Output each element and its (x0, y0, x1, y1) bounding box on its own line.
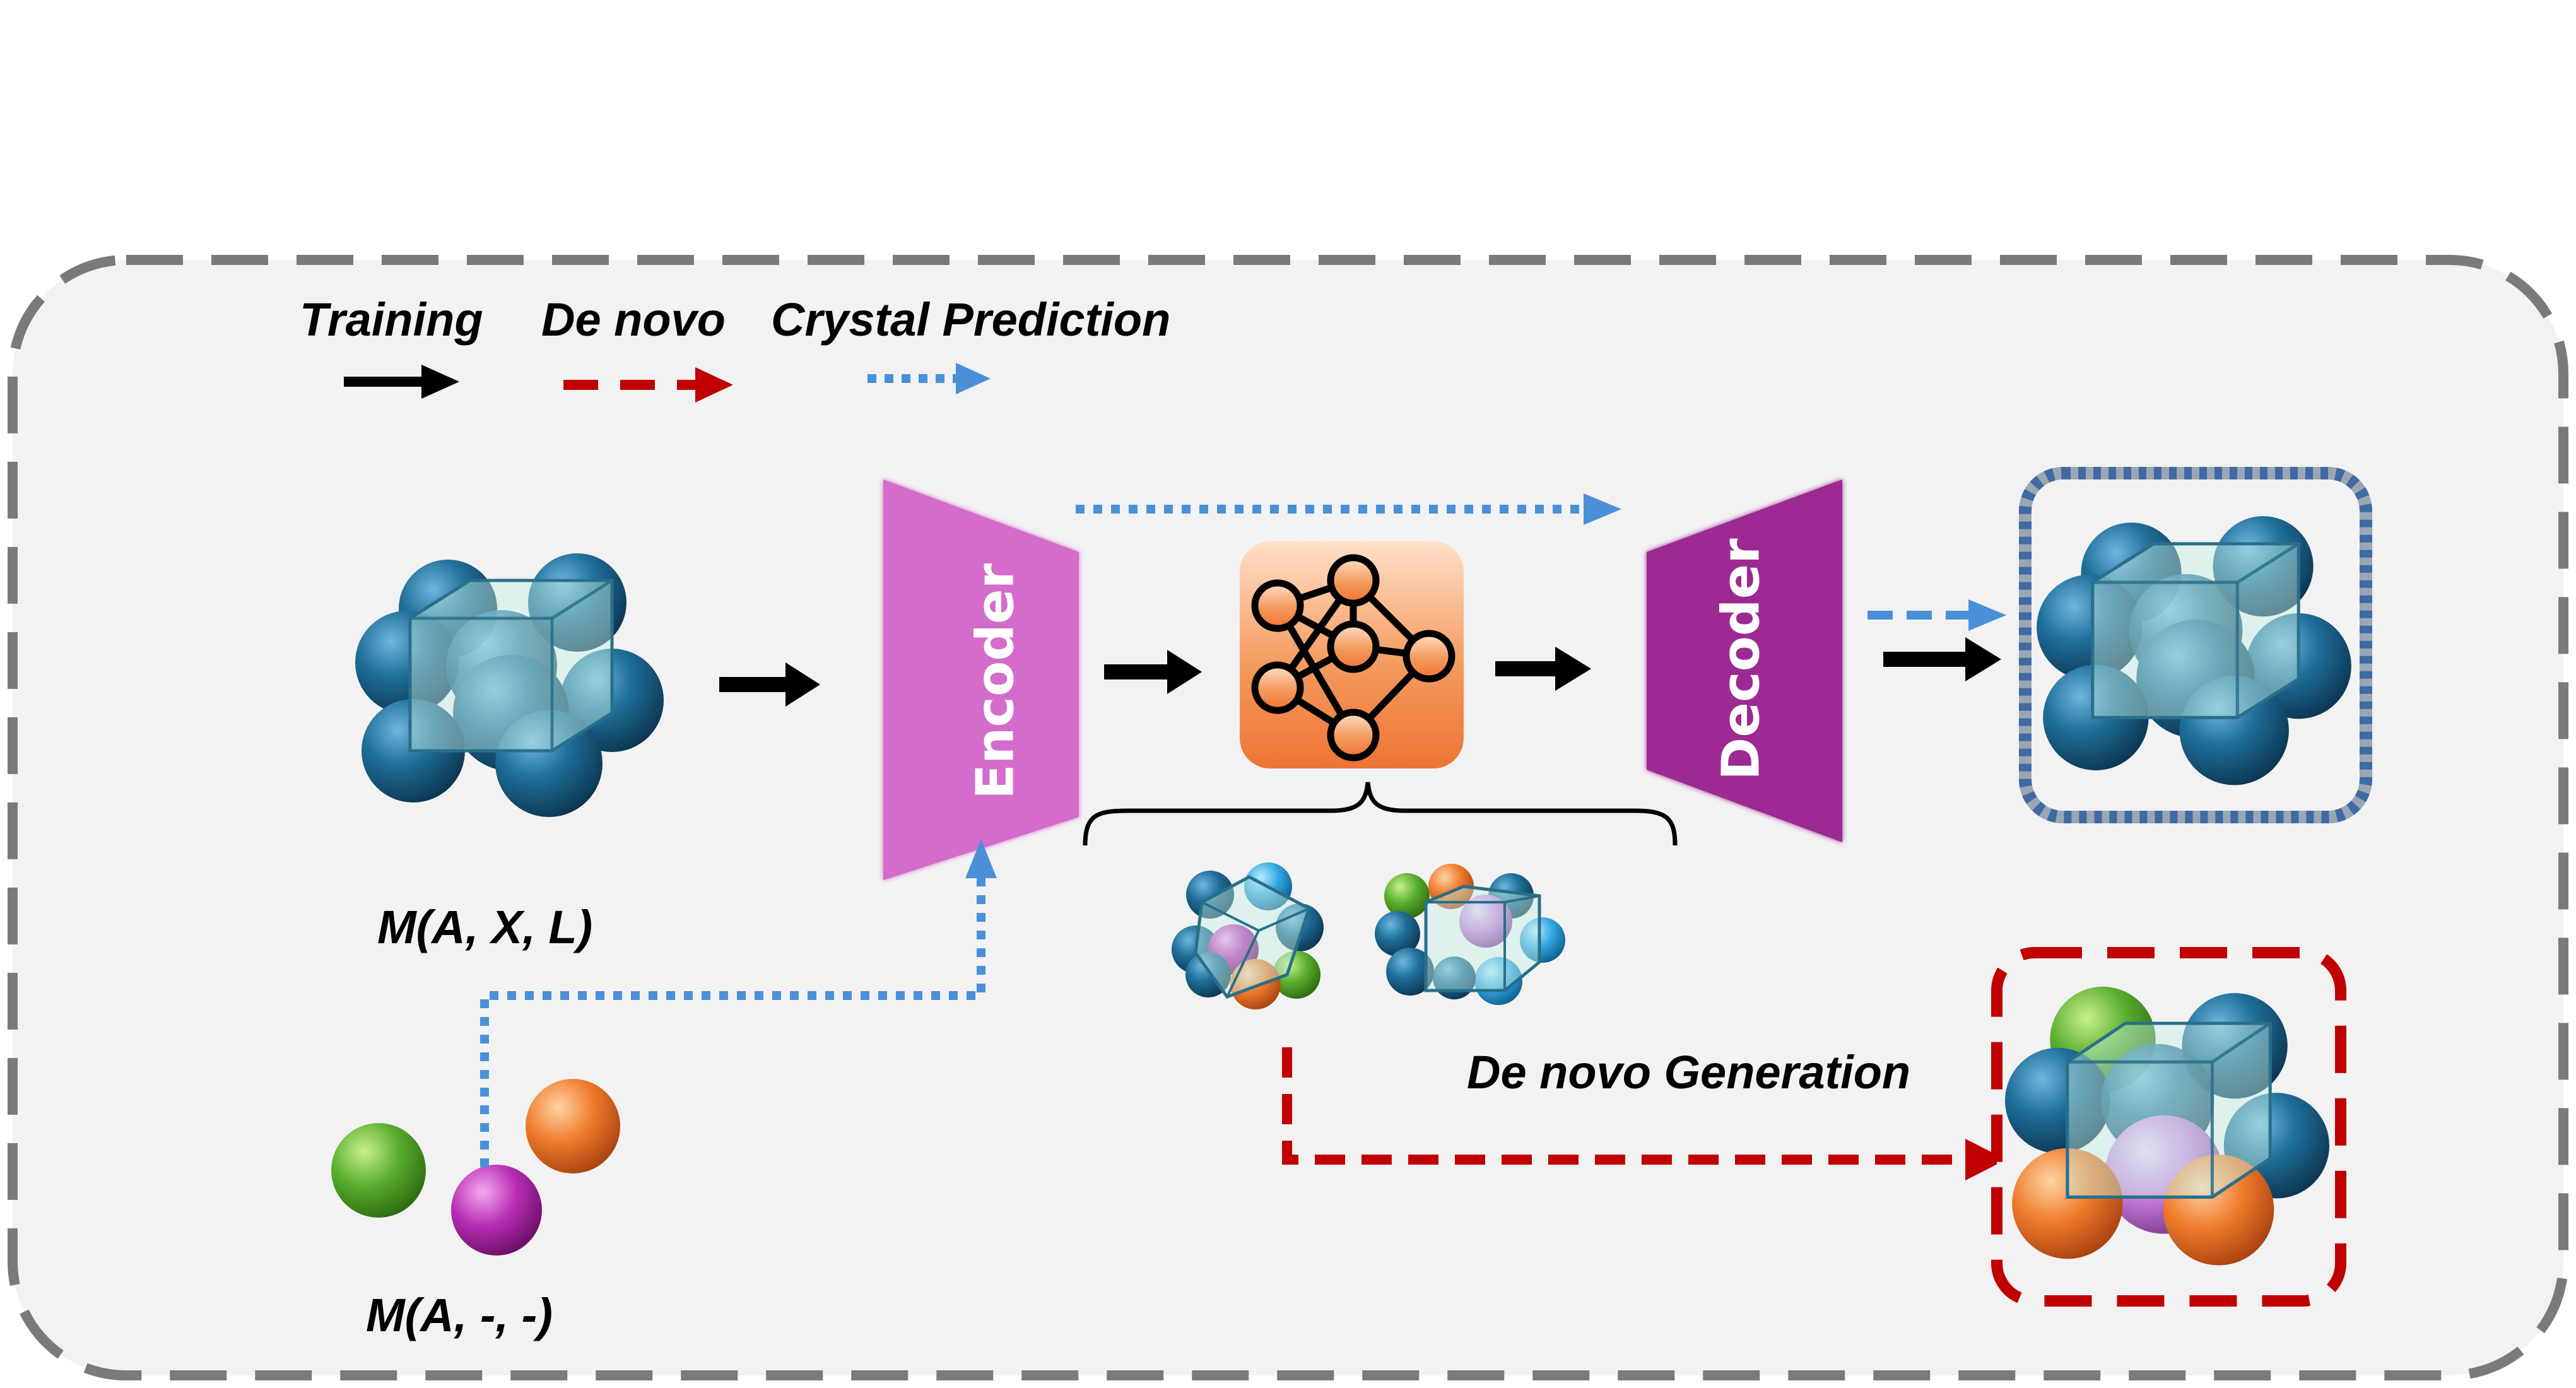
encoder-label: Encoder (965, 563, 1025, 799)
training-arrow-input-to-encoder (719, 662, 820, 707)
training-arrow-encoder-to-network (1104, 650, 1202, 694)
de-novo-generation-label: De novo Generation (1467, 1046, 1910, 1098)
legend: Training De novo Crystal Prediction (300, 293, 1170, 403)
crystal-prediction-arrow-decoder-to-output (1867, 599, 2006, 631)
decoder-block: Decoder (1647, 479, 1842, 842)
training-arrow-decoder-to-output (1883, 637, 2001, 681)
full-material-label: M(A, X, L) (377, 901, 592, 953)
atom-magenta (451, 1165, 542, 1256)
neural-network-icon (1251, 554, 1456, 762)
decoder-label: Decoder (1711, 538, 1771, 780)
encoder-block: Encoder (883, 479, 1079, 880)
atom-green (331, 1123, 426, 1218)
legend-crystal-prediction-arrow (867, 363, 991, 394)
atom-orange (526, 1079, 620, 1173)
outer-dashed-frame (8, 255, 2568, 1380)
neural-network-box (1240, 541, 1464, 768)
latent-sample-crystal-1 (1172, 862, 1324, 1009)
latent-sample-crystal-2 (1375, 864, 1565, 1005)
crystal-prediction-arrow-atoms-to-encoder (480, 839, 997, 1167)
training-arrow-network-to-decoder (1495, 647, 1591, 691)
legend-de-novo-arrow (563, 367, 733, 403)
legend-training-label: Training (300, 293, 483, 346)
predicted-crystal-frame-dots (2019, 467, 2372, 823)
latent-space-brace (1083, 782, 1678, 846)
atoms-only-label: M(A, -, -) (366, 1289, 553, 1341)
legend-crystal-prediction-label: Crystal Prediction (771, 293, 1170, 346)
de-novo-arrow-to-generated-crystal (1282, 1047, 2006, 1180)
legend-de-novo-label: De novo (541, 293, 726, 346)
crystal-prediction-arrow-encoder-to-decoder (1076, 493, 1621, 525)
legend-training-arrow (344, 365, 459, 399)
